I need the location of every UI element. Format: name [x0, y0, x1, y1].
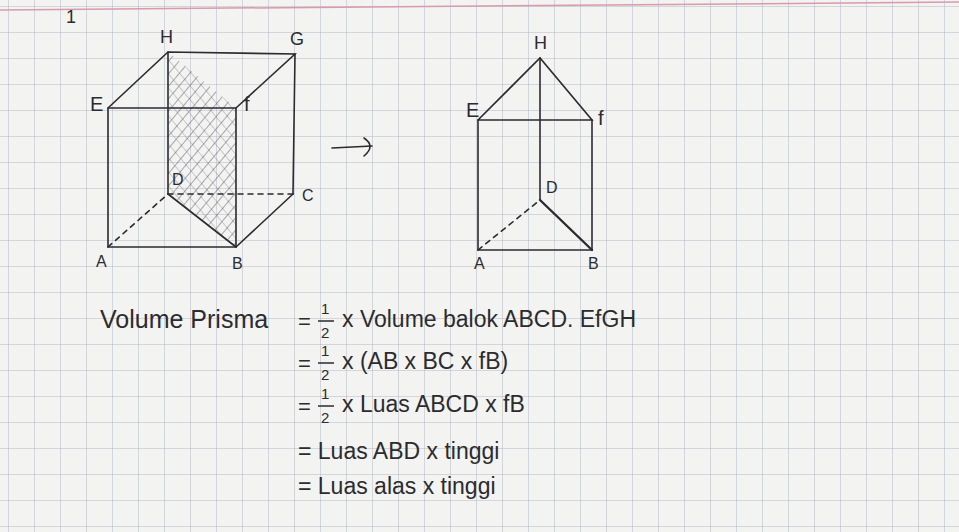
fraction-bars: [318, 321, 334, 406]
formula-text: Volume Prisma: [100, 306, 268, 334]
vertex-label: D: [546, 179, 558, 197]
vertex-label: f: [244, 93, 250, 115]
transform-arrow: [332, 138, 372, 156]
formula-text: =: [298, 352, 311, 376]
fraction-number: 2: [321, 410, 329, 427]
prism-figure: [478, 58, 592, 250]
vertex-label: C: [302, 187, 314, 205]
vertex-label: E: [90, 93, 103, 115]
vertex-label: D: [172, 171, 184, 189]
formula-text: = Luas ABD x tinggi: [298, 439, 499, 464]
formula-text: = Luas alas x tinggi: [298, 474, 496, 499]
formula-text: x (AB x BC x fB): [342, 349, 508, 374]
formula-text: =: [298, 395, 311, 419]
formula-text: x Luas ABCD x fB: [342, 392, 525, 417]
fraction-number: 1: [321, 386, 329, 403]
vertex-label: f: [598, 107, 604, 129]
formula-text: x Volume balok ABCD. EfGH: [342, 307, 636, 332]
vertex-label: E: [466, 99, 479, 121]
callout-number: 1: [66, 8, 76, 28]
cuboid-figure: [108, 52, 295, 247]
vertex-label: H: [534, 34, 547, 54]
fraction-number: 1: [321, 343, 329, 360]
vertex-label: B: [232, 255, 243, 273]
fraction-number: 2: [321, 325, 329, 342]
vertex-label: G: [290, 30, 304, 50]
fraction-number: 1: [321, 301, 329, 318]
vertex-label: B: [588, 255, 599, 273]
vertex-label: A: [96, 253, 107, 271]
vertex-label: A: [474, 255, 485, 273]
formula-text: =: [298, 310, 311, 334]
fraction-number: 2: [321, 367, 329, 384]
vertex-label: H: [160, 28, 173, 48]
